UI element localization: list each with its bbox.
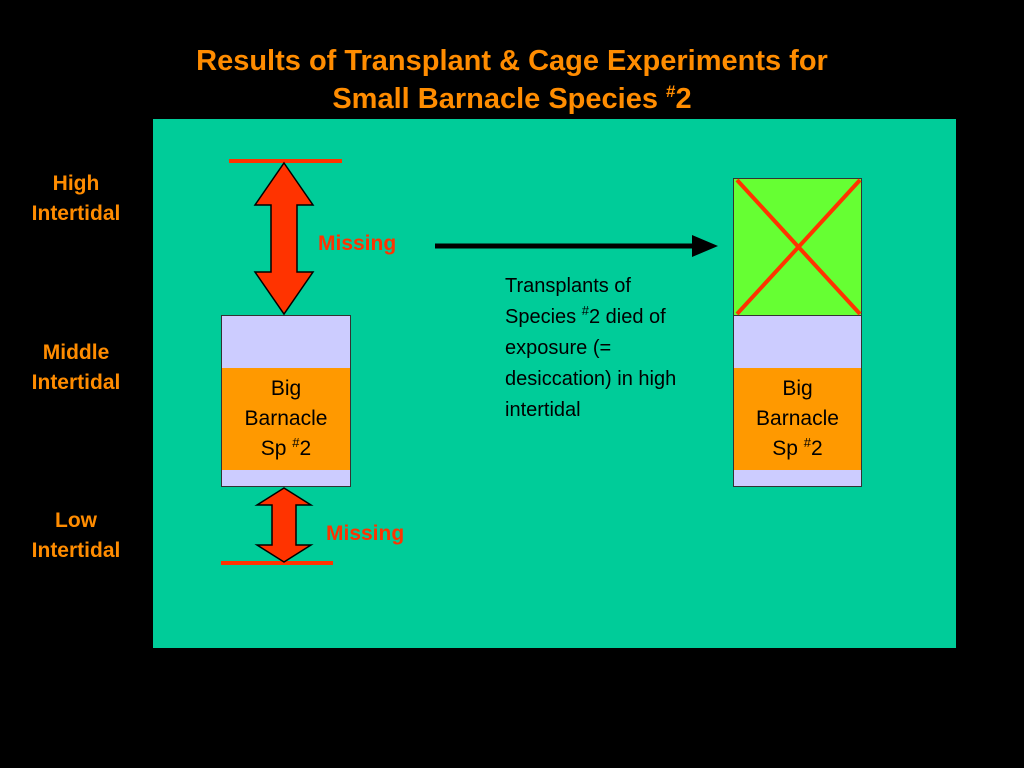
right-middle-zone-box: Big Barnacle Sp #2 bbox=[733, 315, 862, 487]
left-species-line-3: Sp #2 bbox=[222, 434, 350, 464]
title-line-2-num: 2 bbox=[675, 83, 692, 115]
note-text-1: Transplants of Species bbox=[505, 275, 631, 328]
missing-label-lower: Missing bbox=[326, 522, 405, 545]
page-title: Results of Transplant & Cage Experiments… bbox=[0, 42, 1024, 118]
title-line-2: Small Barnacle Species #2 bbox=[0, 80, 1024, 118]
right-species-band: Big Barnacle Sp #2 bbox=[734, 368, 861, 470]
left-species-line-1: Big bbox=[270, 377, 302, 400]
left-species-sp: Sp bbox=[260, 437, 293, 460]
zone-label-low: Low Intertidal bbox=[31, 509, 121, 562]
title-line-2-sup: # bbox=[666, 82, 676, 101]
right-species-line-1: Big bbox=[782, 377, 813, 400]
right-species-num: 2 bbox=[811, 437, 823, 460]
left-species-num: 2 bbox=[299, 437, 312, 460]
x-mark-icon bbox=[735, 178, 862, 316]
double-headed-arrow-icon bbox=[253, 161, 315, 316]
note-text-2: 2 died of exposure (= desiccation) in hi… bbox=[505, 306, 677, 421]
zone-label-middle: Middle Intertidal bbox=[31, 341, 121, 394]
left-species-line-2: Barnacle bbox=[244, 407, 328, 430]
zone-label-high: High Intertidal bbox=[31, 172, 121, 225]
left-species-sup: # bbox=[292, 435, 300, 450]
left-species-band: Big Barnacle Sp #2 bbox=[222, 368, 350, 470]
right-arrow-icon bbox=[692, 235, 718, 257]
right-species-sp: Sp bbox=[772, 437, 804, 460]
right-species-line-3: Sp #2 bbox=[734, 434, 861, 464]
right-species-line-2: Barnacle bbox=[756, 407, 839, 430]
title-line-1: Results of Transplant & Cage Experiments… bbox=[196, 45, 828, 77]
transplant-note: Transplants of Species #2 died of exposu… bbox=[505, 271, 705, 426]
right-species-sup: # bbox=[803, 435, 812, 450]
title-line-2-text: Small Barnacle Species bbox=[332, 83, 667, 115]
missing-label-upper: Missing bbox=[318, 232, 397, 255]
note-sup: # bbox=[581, 303, 589, 318]
double-headed-arrow-icon bbox=[254, 487, 314, 563]
left-middle-zone-box: Big Barnacle Sp #2 bbox=[221, 315, 351, 487]
